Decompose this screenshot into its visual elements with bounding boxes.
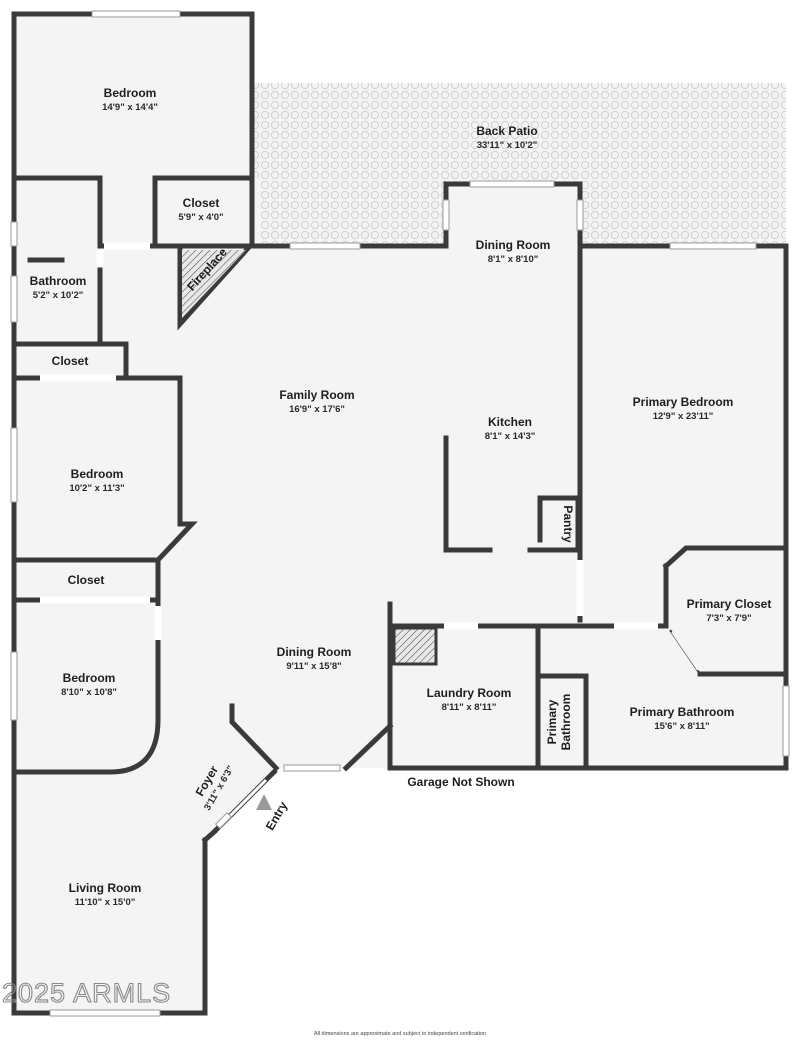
back-patio-name: Back Patio: [476, 124, 537, 138]
walls: [11, 11, 789, 1016]
primary-bathroom-dims: 15'6" x 8'11": [654, 721, 709, 732]
primary-bedroom-name: Primary Bedroom: [633, 395, 734, 409]
primary-closet-dims: 7'3" x 7'9": [706, 613, 751, 624]
entry-door: [212, 768, 278, 834]
disclaimer: All dimensions are approximate and subje…: [314, 1031, 486, 1037]
door-openings: [40, 242, 701, 675]
dining-top-name: Dining Room: [476, 238, 551, 252]
pantry-label: Pantry: [561, 505, 575, 543]
primary-bathroom-name: Primary Bathroom: [630, 705, 735, 719]
primary-bath-small-line1: Primary: [545, 699, 559, 744]
kitchen-name: Kitchen: [488, 415, 532, 429]
watermark: 2025 ARMLS: [2, 978, 171, 1008]
living-room-name: Living Room: [69, 881, 142, 895]
family-room-dims: 16'9" x 17'6": [289, 404, 345, 415]
primary-bath-small-line2: Bathroom: [559, 694, 573, 751]
primary-closet-name: Primary Closet: [687, 597, 772, 611]
dining-top-dims: 8'1" x 8'10": [488, 254, 539, 265]
closet-mid-name: Closet: [52, 354, 89, 368]
bathroom-dims: 5'2" x 10'2": [33, 290, 84, 301]
fireplace-hatch: [182, 250, 246, 318]
dining-main-name: Dining Room: [277, 645, 352, 659]
laundry-name: Laundry Room: [427, 686, 512, 700]
bedroom-low-dims: 8'10" x 10'8": [61, 687, 117, 698]
garage-label: Garage Not Shown: [407, 775, 514, 789]
primary-bedroom-dims: 12'9" x 23'11": [653, 411, 714, 422]
closet-top-name: Closet: [183, 196, 220, 210]
bedroom-mid-name: Bedroom: [71, 467, 124, 481]
dining-main-dims: 9'11" x 15'8": [286, 661, 341, 672]
laundry-dims: 8'11" x 8'11": [442, 702, 497, 713]
entry-arrow-icon: [256, 794, 272, 810]
bedroom-top-dims: 14'9" x 14'4": [102, 102, 158, 113]
bedroom-top-name: Bedroom: [104, 86, 157, 100]
primary-bath-small-label: Primary Bathroom: [545, 694, 573, 751]
closet-low-name: Closet: [68, 573, 105, 587]
bedroom-low-name: Bedroom: [63, 671, 116, 685]
family-room-name: Family Room: [279, 388, 354, 402]
bedroom-mid-dims: 10'2" x 11'3": [69, 483, 124, 494]
windows: [10, 10, 790, 1017]
closet-top-dims: 5'9" x 4'0": [178, 212, 223, 223]
back-patio-dims: 33'11" x 10'2": [477, 140, 538, 151]
kitchen-dims: 8'1" x 14'3": [485, 431, 536, 442]
living-room-dims: 11'10" x 15'0": [75, 897, 136, 908]
bathroom-name: Bathroom: [30, 274, 87, 288]
